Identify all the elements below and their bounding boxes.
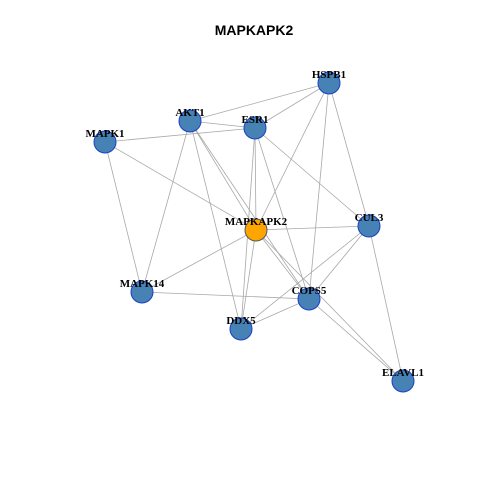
node-circle-cops5 bbox=[297, 287, 321, 311]
node-circle-mapkapk2 bbox=[244, 218, 268, 242]
edge-esr1-cul3 bbox=[254, 127, 370, 227]
edge-mapk14-cops5 bbox=[141, 291, 310, 300]
node-label-mapk1: MAPK1 bbox=[85, 128, 124, 140]
edge-akt1-ddx5 bbox=[189, 120, 242, 330]
node-hspb1: HSPB1 bbox=[312, 69, 346, 95]
edge-mapk1-mapkapk2 bbox=[104, 141, 257, 231]
node-esr1: ESR1 bbox=[242, 114, 269, 140]
node-cul3: CUL3 bbox=[355, 212, 384, 238]
edge-hspb1-esr1 bbox=[254, 82, 330, 129]
edge-cops5-elavl1 bbox=[308, 298, 404, 382]
node-elavl1: ELAVL1 bbox=[382, 367, 424, 393]
node-label-cops5: COPS5 bbox=[292, 285, 327, 297]
node-circle-mapk1 bbox=[93, 130, 117, 154]
node-circle-ddx5 bbox=[229, 317, 253, 341]
node-label-esr1: ESR1 bbox=[242, 114, 269, 126]
edge-mapk1-esr1 bbox=[104, 127, 256, 143]
node-label-ddx5: DDX5 bbox=[226, 315, 256, 327]
node-label-hspb1: HSPB1 bbox=[312, 69, 346, 81]
node-mapk14: MAPK14 bbox=[120, 278, 165, 304]
node-label-cul3: CUL3 bbox=[355, 212, 384, 224]
node-cops5: COPS5 bbox=[292, 285, 327, 311]
edge-mapkapk2-elavl1 bbox=[255, 229, 404, 382]
edge-cul3-elavl1 bbox=[368, 225, 404, 382]
edge-mapkapk2-mapk14 bbox=[141, 229, 257, 293]
edge-akt1-mapkapk2 bbox=[189, 120, 257, 231]
edge-mapkapk2-cul3 bbox=[255, 225, 370, 231]
edge-esr1-mapkapk2 bbox=[254, 127, 257, 231]
node-circle-elavl1 bbox=[391, 369, 415, 393]
node-circle-cul3 bbox=[357, 214, 381, 238]
node-label-akt1: AKT1 bbox=[175, 107, 204, 119]
edge-cops5-ddx5 bbox=[240, 298, 310, 330]
edge-hspb1-akt1 bbox=[189, 82, 330, 122]
node-mapkapk2: MAPKAPK2 bbox=[225, 216, 288, 242]
node-mapk1: MAPK1 bbox=[85, 128, 125, 154]
node-akt1: AKT1 bbox=[175, 107, 205, 133]
node-label-mapk14: MAPK14 bbox=[120, 278, 165, 290]
edge-cul3-ddx5 bbox=[240, 225, 370, 330]
edge-mapk1-mapk14 bbox=[104, 141, 143, 293]
node-label-mapkapk2: MAPKAPK2 bbox=[225, 216, 288, 228]
edge-mapkapk2-cops5 bbox=[255, 229, 310, 300]
edge-hspb1-mapkapk2 bbox=[255, 82, 330, 231]
node-label-elavl1: ELAVL1 bbox=[382, 367, 424, 379]
node-ddx5: DDX5 bbox=[226, 315, 256, 341]
edge-mapkapk2-ddx5 bbox=[240, 229, 257, 330]
edge-hspb1-cul3 bbox=[328, 82, 370, 227]
edge-akt1-mapk14 bbox=[141, 120, 191, 293]
node-circle-esr1 bbox=[243, 116, 267, 140]
graph-title: MAPKAPK2 bbox=[215, 22, 294, 38]
edge-esr1-cops5 bbox=[254, 127, 310, 300]
edge-hspb1-cops5 bbox=[308, 82, 330, 300]
node-circle-hspb1 bbox=[317, 71, 341, 95]
edge-cul3-cops5 bbox=[308, 225, 370, 300]
node-circle-akt1 bbox=[178, 109, 202, 133]
node-circle-mapk14 bbox=[130, 280, 154, 304]
